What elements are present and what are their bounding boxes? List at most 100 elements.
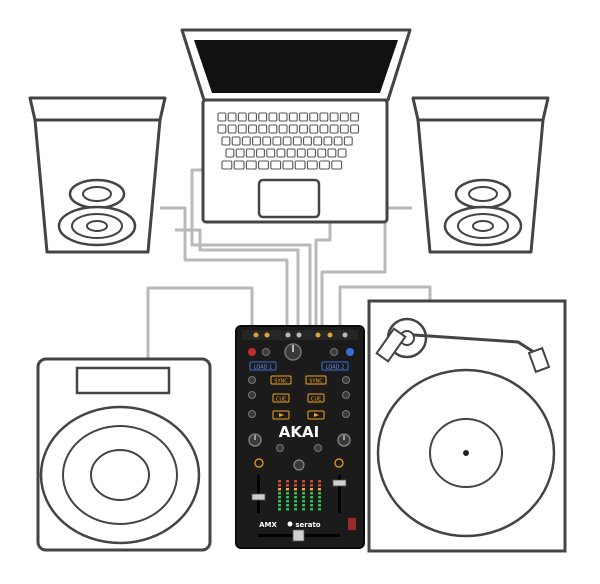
keyboard-key (227, 124, 237, 134)
cable-turntable (338, 285, 432, 325)
keyboard-key (245, 148, 255, 158)
meter-segment (310, 480, 313, 483)
keyboard-key (268, 112, 278, 122)
keyboard-key (235, 148, 245, 158)
cable-booth-monitor (146, 286, 254, 360)
meter-segment (286, 492, 289, 495)
eq-knob-right[interactable] (342, 410, 350, 418)
keyboard-key (337, 148, 347, 158)
keyboard-key (256, 148, 265, 158)
meter-segment (278, 484, 281, 487)
keyboard-key (258, 160, 269, 170)
meter-segment (278, 496, 281, 499)
keyboard-key (237, 112, 247, 122)
meter-segment (310, 488, 313, 491)
meter-segment (302, 496, 305, 499)
mixer-jack (327, 332, 333, 338)
crossfader[interactable] (292, 529, 305, 542)
headphone-cue-left[interactable] (254, 458, 264, 468)
keyboard-key (339, 112, 349, 122)
channel-fader-right[interactable] (332, 479, 347, 487)
keyboard-key (278, 112, 288, 122)
keyboard-key (231, 136, 241, 146)
meter-segment (318, 496, 321, 499)
right-speaker (411, 96, 550, 254)
meter-segment (278, 480, 281, 483)
keyboard-key (286, 148, 296, 158)
mixer-jack (264, 332, 270, 338)
sync-label-right: SYNC (309, 378, 323, 384)
keyboard-key (327, 148, 337, 158)
turntable-headshell (527, 346, 551, 374)
mixer-model-label: AMX (259, 521, 277, 529)
keyboard-key (339, 124, 349, 134)
cue-button-left[interactable] (272, 393, 290, 403)
pitch-knob-right[interactable] (342, 391, 350, 399)
meter-segment (310, 492, 313, 495)
channel-fader-left[interactable] (251, 493, 266, 501)
keyboard-key (299, 124, 308, 134)
keyboard-key (343, 136, 353, 146)
serato-logo-icon (287, 521, 293, 527)
mixer-jack (315, 332, 321, 338)
sync-label-left: SYNC (274, 378, 288, 384)
meter-segment (310, 508, 313, 511)
cue-mix-knob-right[interactable] (314, 444, 322, 452)
keyboard-key (333, 136, 343, 146)
sync-button-right[interactable] (305, 375, 327, 385)
keyboard-key (329, 112, 339, 122)
cable-left-speaker (160, 206, 289, 325)
load-1-button[interactable] (249, 361, 277, 371)
sync-button-left[interactable] (270, 375, 292, 385)
keyboard-key (221, 136, 231, 146)
mixer-jack (253, 332, 259, 338)
mixer-jack (296, 332, 302, 338)
meter-segment (286, 480, 289, 483)
keyboard-key (282, 136, 292, 146)
play-icon (314, 413, 319, 417)
headphone-cue-right[interactable] (334, 458, 344, 468)
meter-segment (302, 504, 305, 507)
keyboard-key (276, 148, 286, 158)
keyboard-key (306, 160, 318, 170)
keyboard-key (278, 124, 288, 134)
laptop (180, 28, 412, 224)
keyboard-key (272, 136, 282, 146)
cue-mix-knob-left[interactable] (276, 444, 284, 452)
pitch-knob-left[interactable] (248, 391, 256, 399)
meter-segment (318, 500, 321, 503)
level-knob-right[interactable] (330, 348, 338, 356)
gain-knob-right[interactable] (342, 376, 350, 384)
cue-label-right: CUE (311, 396, 321, 402)
meter-segment (294, 496, 297, 499)
meter-segment (302, 484, 305, 487)
load-2-button[interactable] (321, 361, 349, 371)
meter-segment (278, 504, 281, 507)
meter-segment (302, 488, 305, 491)
turntable-spindle (463, 450, 469, 456)
turntable (367, 299, 567, 553)
meter-segment (318, 488, 321, 491)
channel-fader-track-right (338, 475, 341, 513)
level-knob-left[interactable] (262, 348, 270, 356)
keyboard-key (221, 160, 233, 170)
keyboard-key (303, 136, 312, 146)
mixer-partner-label: serato (295, 521, 320, 529)
meter-segment (278, 508, 281, 511)
play-icon (279, 413, 284, 417)
eq-knob-left[interactable] (248, 410, 256, 418)
meter-segment (302, 500, 305, 503)
cue-button-right[interactable] (307, 393, 325, 403)
keyboard-key (299, 112, 308, 122)
keyboard-key (331, 160, 343, 170)
record-button[interactable] (248, 348, 256, 356)
meter-segment (278, 500, 281, 503)
right-speaker-top (411, 96, 550, 122)
headphone-volume-knob[interactable] (293, 459, 305, 471)
gain-knob-left[interactable] (248, 376, 256, 384)
keyboard-key (317, 148, 327, 158)
booth-monitor (36, 357, 212, 552)
fader-start-button[interactable] (346, 348, 354, 356)
meter-segment (286, 504, 289, 507)
